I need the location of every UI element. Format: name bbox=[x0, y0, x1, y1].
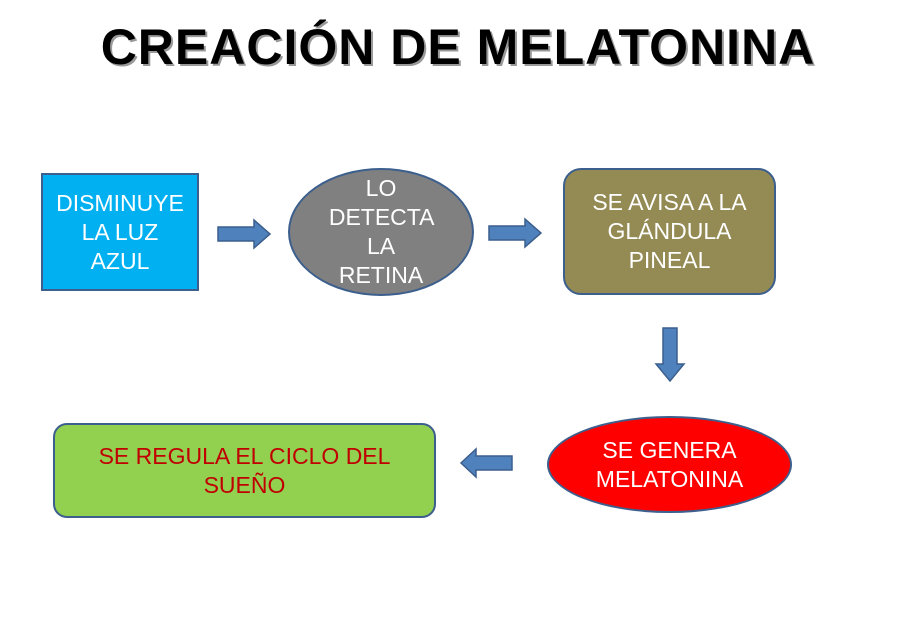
arrow-right-icon bbox=[217, 218, 272, 250]
step-melatonin-generated: SE GENERA MELATONINA bbox=[547, 416, 792, 513]
step-retina-detects: LO DETECTA LA RETINA bbox=[288, 168, 474, 296]
step-pineal-gland: SE AVISA A LA GLÁNDULA PINEAL bbox=[563, 168, 776, 295]
step-light-decrease: DISMINUYE LA LUZ AZUL bbox=[41, 173, 199, 291]
arrow-down-icon bbox=[654, 327, 686, 383]
arrow-left-icon bbox=[459, 447, 513, 479]
arrow-right-icon bbox=[488, 217, 543, 249]
step-sleep-cycle-regulated: SE REGULA EL CICLO DEL SUEÑO bbox=[53, 423, 436, 518]
diagram-title: CREACIÓN DE MELATONINA bbox=[100, 19, 816, 75]
